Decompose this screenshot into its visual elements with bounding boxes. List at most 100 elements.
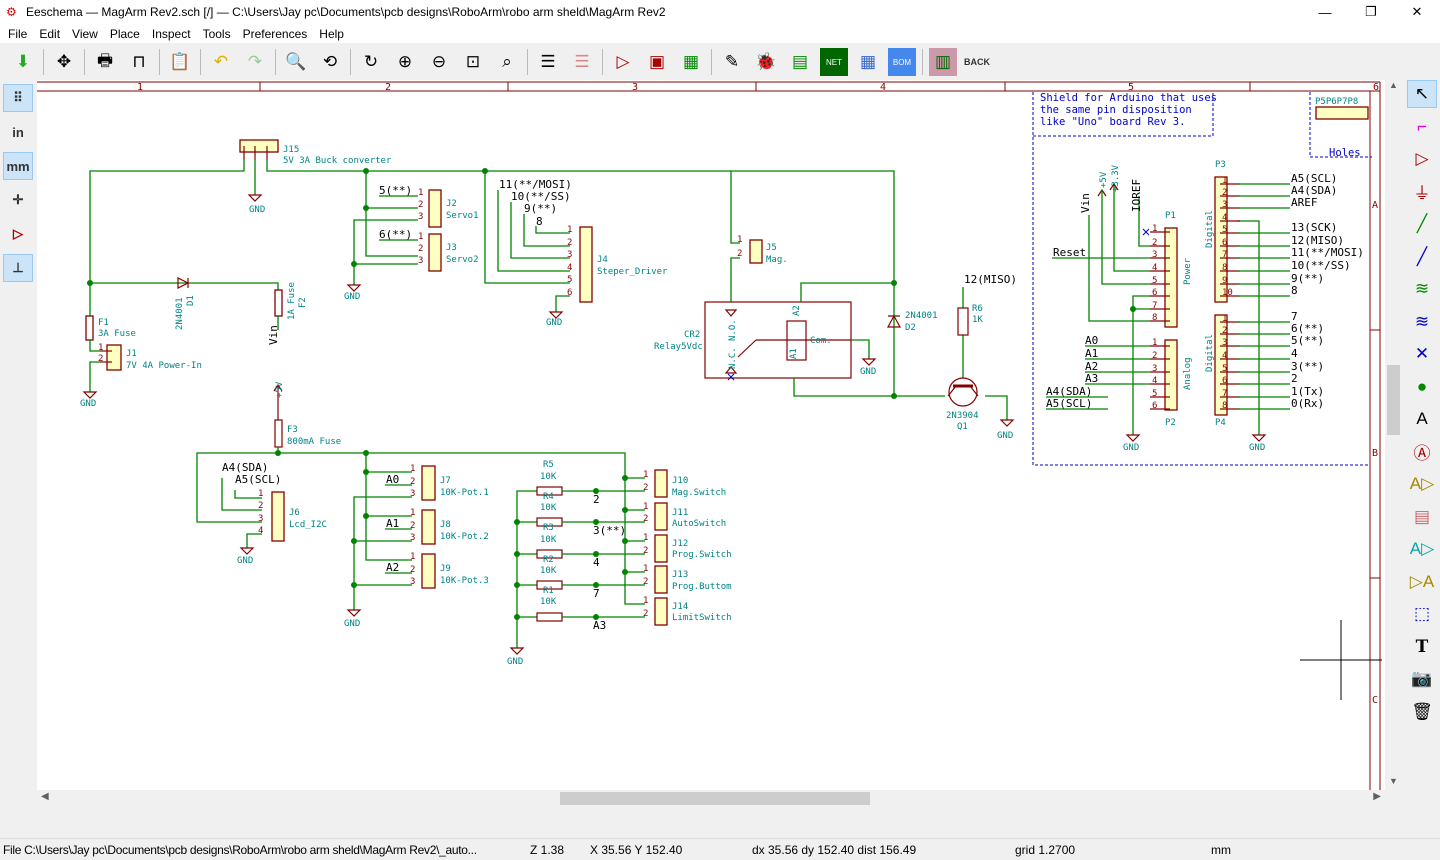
menu-file[interactable]: File	[8, 26, 28, 41]
delete-icon[interactable]: 🗑	[1411, 701, 1433, 721]
zoom-out-icon[interactable]: ⊖	[431, 52, 447, 71]
add-wire-icon[interactable]: ╱	[1416, 214, 1428, 233]
net-label-a0: A0	[386, 473, 399, 486]
erc-bug-icon[interactable]: 🐞	[755, 52, 777, 71]
relay-a1-label: A1	[789, 348, 799, 359]
vertical-scrollbar[interactable]: ▲ ▼	[1385, 80, 1402, 790]
add-text-icon[interactable]: T	[1415, 636, 1429, 657]
netlist-icon[interactable]: NET	[820, 48, 848, 76]
close-button[interactable]: ✕	[1411, 4, 1423, 19]
analog-header-label: Analog	[1183, 357, 1193, 390]
pin-number: 1	[418, 232, 423, 242]
horizontal-scrollbar[interactable]: ◀ ▶	[37, 790, 1385, 807]
menu-place[interactable]: Place	[109, 26, 140, 41]
wire	[1113, 186, 1150, 272]
pin-number: 6	[1152, 288, 1157, 298]
hierarchy-navigator-icon[interactable]: ☰	[540, 52, 556, 71]
select-arrow-icon[interactable]: ↖	[1407, 80, 1437, 108]
print-icon[interactable]: 🖶	[96, 50, 114, 70]
highlight-net-icon[interactable]: ⌐	[1417, 116, 1427, 136]
paste-icon[interactable]: 📋	[169, 52, 191, 71]
j5-ref: J5	[766, 243, 777, 253]
menu-tools[interactable]: Tools	[202, 26, 231, 41]
holes-label: Holes	[1329, 147, 1361, 159]
import-sheet-pin-icon[interactable]: A▷	[1409, 539, 1435, 558]
orthogonal-wire-icon[interactable]: ⊥	[3, 254, 33, 282]
refresh-icon[interactable]: ↻	[363, 52, 379, 71]
units-inch-button[interactable]: in	[12, 124, 24, 140]
add-image-icon[interactable]: 📷	[1411, 669, 1433, 688]
gnd-label: GND	[344, 292, 360, 302]
units-mm-button[interactable]: mm	[3, 152, 33, 180]
add-bus-icon[interactable]: ╱	[1416, 246, 1428, 266]
back-annotate-icon[interactable]: BACK	[964, 57, 990, 67]
net-label-a1: A1	[1085, 347, 1098, 360]
find-icon[interactable]: 🔍	[285, 52, 307, 71]
junction-dot	[514, 519, 520, 525]
add-symbol-icon[interactable]: ▷	[1415, 149, 1429, 168]
symbol-editor-icon[interactable]: ▷	[616, 52, 630, 71]
add-graphic-lines-icon[interactable]: ⬚	[1413, 604, 1431, 623]
no-connect-icon[interactable]: ✕	[1414, 344, 1430, 363]
zoom-selection-icon[interactable]: ⌕	[502, 52, 512, 71]
scroll-up-icon[interactable]: ▲	[1389, 80, 1398, 90]
bom-icon[interactable]: BOM	[888, 48, 916, 76]
maximize-button[interactable]: ❐	[1365, 4, 1377, 19]
menu-view[interactable]: View	[72, 26, 98, 41]
hidden-pins-icon[interactable]: ▷	[13, 226, 23, 241]
menu-inspect[interactable]: Inspect	[151, 26, 191, 41]
menu-preferences[interactable]: Preferences	[242, 26, 308, 41]
shield-note-line-1: Shield for Arduino that uses	[1040, 92, 1217, 104]
plot-icon[interactable]: ⊓	[132, 52, 146, 71]
add-sheet-pin-icon[interactable]: ▷A	[1409, 571, 1435, 591]
horizontal-scroll-thumb[interactable]	[560, 792, 870, 805]
wire	[484, 171, 570, 284]
symbol-browser-icon[interactable]: ▣	[648, 52, 666, 71]
gnd-label: GND	[237, 556, 253, 566]
gnd-label: GND	[1123, 443, 1139, 453]
leave-sheet-icon[interactable]: ☰	[574, 52, 590, 71]
menu-edit[interactable]: Edit	[39, 26, 61, 41]
assign-footprints-icon[interactable]: ▤	[791, 52, 809, 71]
menu-help[interactable]: Help	[319, 26, 344, 41]
undo-icon[interactable]: ↶	[213, 52, 229, 71]
scroll-left-icon[interactable]: ◀	[41, 791, 49, 802]
cursor-shape-icon[interactable]: ✛	[12, 192, 24, 207]
schematic-canvas[interactable]: 1 2 3 4 5 6 A B C J15 5V 3A Buck convert…	[37, 80, 1385, 790]
wire-to-bus-entry-icon[interactable]: ≋	[1414, 279, 1430, 298]
schematic-drawing[interactable]: 1 2 3 4 5 6 A B C J15 5V 3A Buck convert…	[37, 80, 1385, 790]
zoom-fit-icon[interactable]: ⊡	[465, 52, 481, 71]
net-label-a0: A0	[1085, 334, 1098, 347]
p4-label-7: 1(Tx)	[1291, 385, 1324, 398]
wire	[234, 490, 262, 499]
r3-ref: R3	[543, 523, 554, 533]
pcbnew-icon[interactable]: ▥	[929, 48, 957, 76]
grid-toggle-icon[interactable]: ⠿	[3, 84, 33, 112]
minimize-button[interactable]: —	[1318, 4, 1332, 20]
pin-number: 2	[567, 238, 572, 248]
add-hierarchical-label-icon[interactable]: A▷	[1409, 474, 1435, 493]
add-power-icon[interactable]: ⏚	[1413, 184, 1431, 203]
zoom-in-icon[interactable]: ⊕	[397, 52, 413, 71]
bom-table-icon[interactable]: ▦	[859, 52, 877, 71]
j3-ref: J3	[446, 243, 457, 253]
symbol-graphic	[1109, 182, 1119, 191]
redo-icon[interactable]: ↷	[247, 52, 263, 71]
add-global-label-icon[interactable]: Ⓐ	[1413, 444, 1431, 463]
j8-ref: J8	[440, 520, 451, 530]
page-settings-icon[interactable]: ✥	[56, 52, 72, 71]
save-icon[interactable]: ⬇	[15, 52, 31, 71]
add-sheet-icon[interactable]: ▤	[1413, 506, 1431, 526]
bus-to-bus-entry-icon[interactable]: ≋	[1414, 311, 1430, 331]
scroll-down-icon[interactable]: ▼	[1389, 776, 1398, 786]
add-junction-icon[interactable]: ●	[1416, 376, 1428, 396]
scroll-right-icon[interactable]: ▶	[1373, 791, 1381, 802]
j14-ref: J14	[672, 602, 688, 612]
add-net-label-icon[interactable]: A	[1416, 409, 1428, 428]
holes-refs: P5P6P7P8	[1315, 97, 1358, 107]
footprint-editor-icon[interactable]: ▦	[682, 52, 700, 71]
find-replace-icon[interactable]: ⟲	[322, 52, 338, 71]
annotate-icon[interactable]: ✎	[724, 52, 740, 71]
vertical-scroll-thumb[interactable]	[1387, 365, 1400, 435]
magnet-relay-circuit: 12 J5 Mag. N.O. N.C. Com. A2 A1 CR2 Rela…	[654, 171, 1017, 441]
